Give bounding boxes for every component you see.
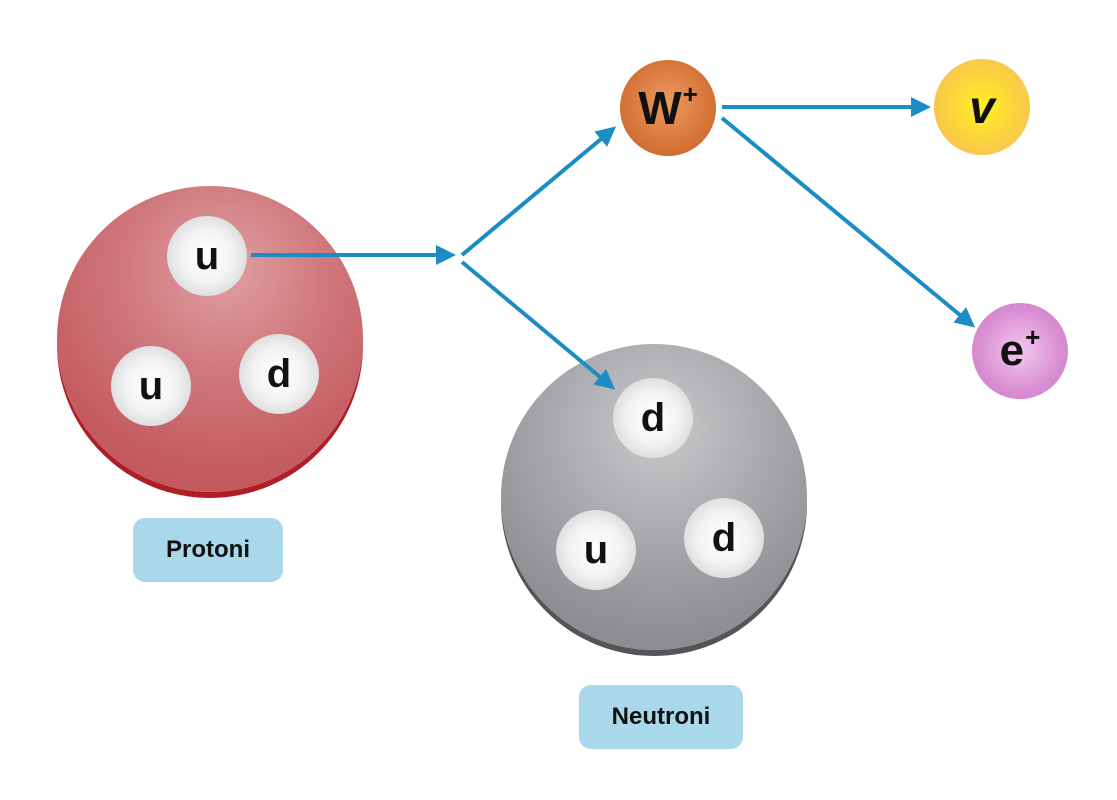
- quark-label: d: [640, 396, 666, 440]
- neutrino-symbol: v: [969, 81, 995, 133]
- positron-symbol: e: [999, 326, 1025, 375]
- neutron-quark-left: u: [556, 510, 636, 590]
- neutron-quark-top: d: [613, 378, 693, 458]
- quark-label: u: [194, 234, 220, 278]
- proton-quark-left: u: [111, 346, 191, 426]
- quark-label: u: [583, 528, 609, 572]
- arrow-vertex-to-neutron: [460, 260, 616, 390]
- neutron-quark-right: d: [684, 498, 764, 578]
- neutrino: v: [934, 59, 1030, 155]
- positron-charge: +: [1025, 322, 1041, 352]
- quark-label: d: [266, 352, 292, 396]
- neutron-label: Neutroni: [579, 685, 743, 749]
- quark-label: d: [711, 516, 737, 560]
- arrow-vertex-to-w: [460, 126, 617, 257]
- w-boson-symbol: W: [638, 82, 682, 134]
- positron: e+: [972, 303, 1068, 399]
- proton-quark-right: d: [239, 334, 319, 414]
- arrow-w-to-positron: [720, 116, 976, 328]
- proton-label: Protoni: [133, 518, 283, 582]
- w-boson: W+: [620, 60, 716, 156]
- proton-quark-top: u: [167, 216, 247, 296]
- w-boson-charge: +: [682, 79, 698, 109]
- quark-label: u: [138, 364, 164, 408]
